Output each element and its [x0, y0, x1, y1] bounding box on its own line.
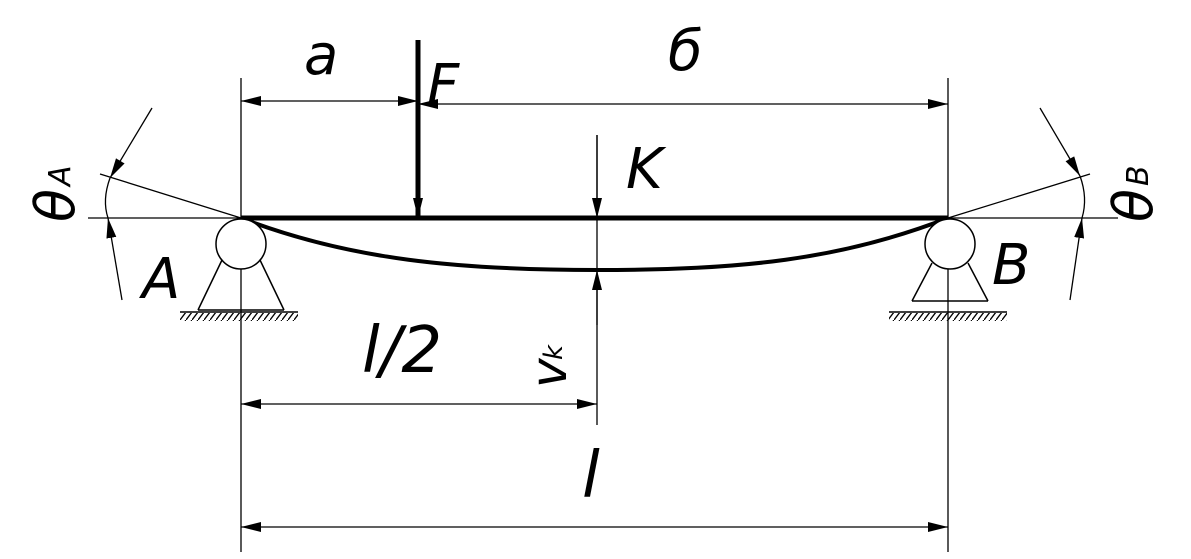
- label-theta-a: θ A: [24, 165, 87, 222]
- tangent-line-a: [99, 173, 242, 219]
- svg-text:θ: θ: [24, 189, 87, 222]
- tangent-line-b: [947, 173, 1091, 219]
- label-support-a: A: [139, 247, 180, 312]
- rotation-angle-b: [1039, 107, 1086, 301]
- label-theta-a-subscript: A: [43, 165, 78, 188]
- rotation-angle-a: [104, 107, 153, 301]
- label-theta-b-subscript: B: [1121, 165, 1156, 186]
- label-l-half: l/2: [362, 314, 442, 388]
- svg-text:θ: θ: [1102, 189, 1165, 222]
- label-force-f: F: [427, 53, 460, 118]
- support-b: [889, 218, 1007, 321]
- label-theta-b: θ B: [1102, 165, 1165, 222]
- label-point-k: K: [626, 137, 667, 202]
- label-deflection-vk-subscript: k: [539, 344, 569, 360]
- label-l: l: [582, 439, 600, 513]
- support-a: [180, 218, 298, 321]
- label-deflection-vk: v k: [520, 344, 578, 388]
- label-b: б: [668, 19, 703, 84]
- label-a: a: [304, 23, 338, 88]
- deflection-curve: [240, 216, 949, 273]
- svg-text:v: v: [520, 357, 578, 388]
- label-support-b: B: [992, 233, 1030, 298]
